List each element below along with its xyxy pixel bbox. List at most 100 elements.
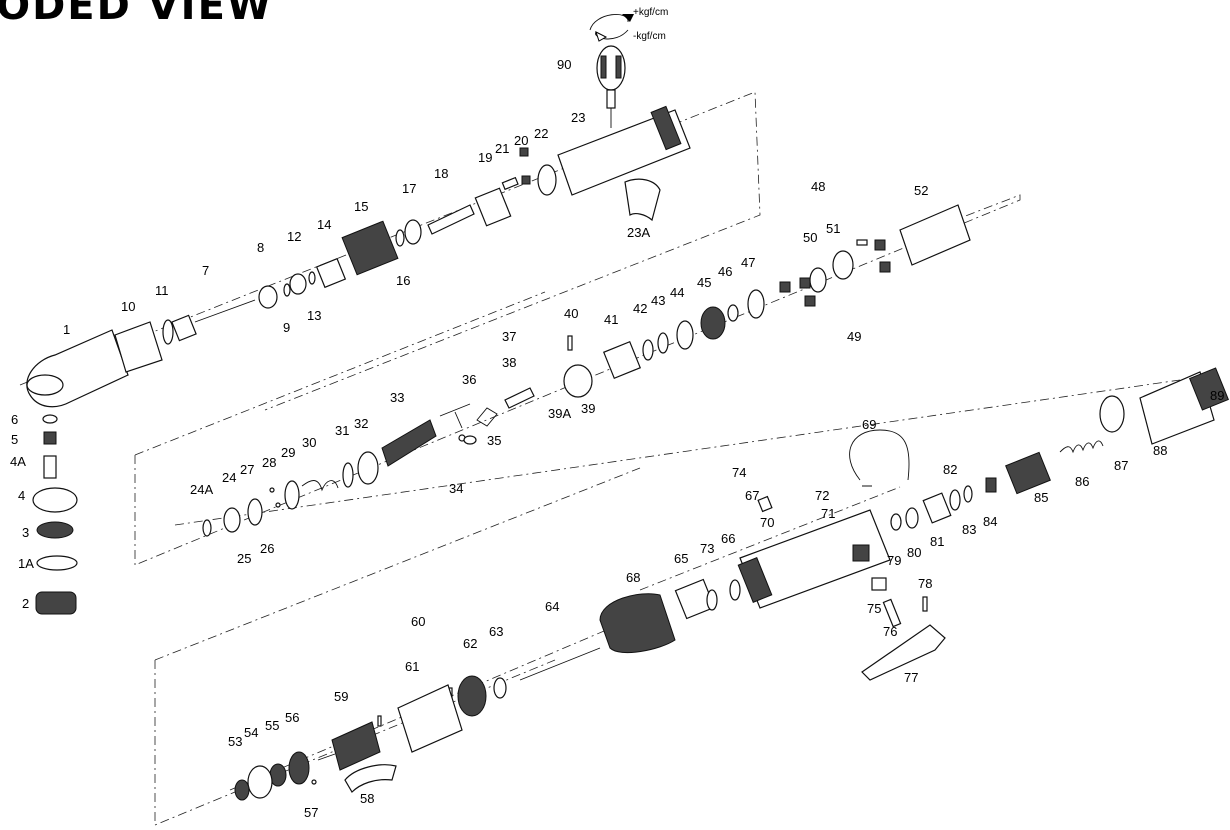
- label-44: 44: [670, 285, 684, 300]
- label-33: 33: [390, 390, 404, 405]
- label-18: 18: [434, 166, 448, 181]
- part-90-adjusting-tool: [596, 45, 626, 128]
- label-23: 23: [571, 110, 585, 125]
- label-15: 15: [354, 199, 368, 214]
- page-title: LODED VIEW: [0, 0, 274, 29]
- label-35: 35: [487, 433, 501, 448]
- label-49: 49: [847, 329, 861, 344]
- label-28: 28: [262, 455, 276, 470]
- label-16: 16: [396, 273, 410, 288]
- label-64: 64: [545, 599, 559, 614]
- label-37: 37: [502, 329, 516, 344]
- label-39: 39: [581, 401, 595, 416]
- label-41: 41: [604, 312, 618, 327]
- label-25: 25: [237, 551, 251, 566]
- label-68: 68: [626, 570, 640, 585]
- label-34: 34: [449, 481, 463, 496]
- motor-row: [202, 289, 765, 537]
- label-27: 27: [240, 462, 254, 477]
- label-70: 70: [760, 515, 774, 530]
- label-23a: 23A: [627, 225, 650, 240]
- label-32: 32: [354, 416, 368, 431]
- label-51: 51: [826, 221, 840, 236]
- part-labels: 1 1A 2 3 4 4A 5 6 7 8 9 10 11 12 13 14 1…: [10, 57, 1224, 820]
- label-74: 74: [732, 465, 746, 480]
- label-88: 88: [1153, 443, 1167, 458]
- head-assembly: [26, 329, 129, 615]
- label-79: 79: [887, 553, 901, 568]
- label-10: 10: [121, 299, 135, 314]
- label-82: 82: [943, 462, 957, 477]
- label-4a: 4A: [10, 454, 26, 469]
- label-11: 11: [155, 283, 169, 298]
- handle-row: [519, 367, 1229, 681]
- label-78: 78: [918, 576, 932, 591]
- label-55: 55: [265, 718, 279, 733]
- label-19: 19: [478, 150, 492, 165]
- torque-direction-indicator: +kgf/cm -kgf/cm: [589, 7, 668, 42]
- label-45: 45: [697, 275, 711, 290]
- assembly-frames: [19, 91, 1181, 826]
- label-3: 3: [22, 525, 29, 540]
- label-61: 61: [405, 659, 419, 674]
- label-14: 14: [317, 217, 331, 232]
- label-89: 89: [1210, 388, 1224, 403]
- label-5: 5: [11, 432, 18, 447]
- label-53: 53: [228, 734, 242, 749]
- label-85: 85: [1034, 490, 1048, 505]
- label-4: 4: [18, 488, 25, 503]
- label-24: 24: [222, 470, 236, 485]
- label-59: 59: [334, 689, 348, 704]
- label-52: 52: [914, 183, 928, 198]
- label-1: 1: [63, 322, 70, 337]
- label-47: 47: [741, 255, 755, 270]
- label-6: 6: [11, 412, 18, 427]
- label-77: 77: [904, 670, 918, 685]
- label-76: 76: [883, 624, 897, 639]
- rotor-row: [234, 675, 507, 801]
- label-20: 20: [514, 133, 528, 148]
- label-21: 21: [495, 141, 509, 156]
- label-63: 63: [489, 624, 503, 639]
- label-38: 38: [502, 355, 516, 370]
- label-86: 86: [1075, 474, 1089, 489]
- label-54: 54: [244, 725, 258, 740]
- label-48: 48: [811, 179, 825, 194]
- label-43: 43: [651, 293, 665, 308]
- label-29: 29: [281, 445, 295, 460]
- label-9: 9: [283, 320, 290, 335]
- label-2: 2: [22, 596, 29, 611]
- gear-set-row: [779, 204, 971, 307]
- torque-plus-label: +kgf/cm: [633, 7, 668, 18]
- label-39a: 39A: [548, 406, 571, 421]
- label-69: 69: [862, 417, 876, 432]
- label-62: 62: [463, 636, 477, 651]
- label-17: 17: [402, 181, 416, 196]
- label-8: 8: [257, 240, 264, 255]
- label-73: 73: [700, 541, 714, 556]
- label-57: 57: [304, 805, 318, 820]
- label-83: 83: [962, 522, 976, 537]
- label-36: 36: [462, 372, 476, 387]
- label-80: 80: [907, 545, 921, 560]
- label-12: 12: [287, 229, 301, 244]
- label-24a: 24A: [190, 482, 213, 497]
- label-75: 75: [867, 601, 881, 616]
- label-13: 13: [307, 308, 321, 323]
- label-56: 56: [285, 710, 299, 725]
- label-46: 46: [718, 264, 732, 279]
- label-60: 60: [411, 614, 425, 629]
- label-42: 42: [633, 301, 647, 316]
- torque-minus-label: -kgf/cm: [633, 31, 666, 42]
- label-50: 50: [803, 230, 817, 245]
- label-81: 81: [930, 534, 944, 549]
- label-65: 65: [674, 551, 688, 566]
- label-58: 58: [360, 791, 374, 806]
- label-7: 7: [202, 263, 209, 278]
- label-26: 26: [260, 541, 274, 556]
- label-84: 84: [983, 514, 997, 529]
- label-22: 22: [534, 126, 548, 141]
- label-87: 87: [1114, 458, 1128, 473]
- label-31: 31: [335, 423, 349, 438]
